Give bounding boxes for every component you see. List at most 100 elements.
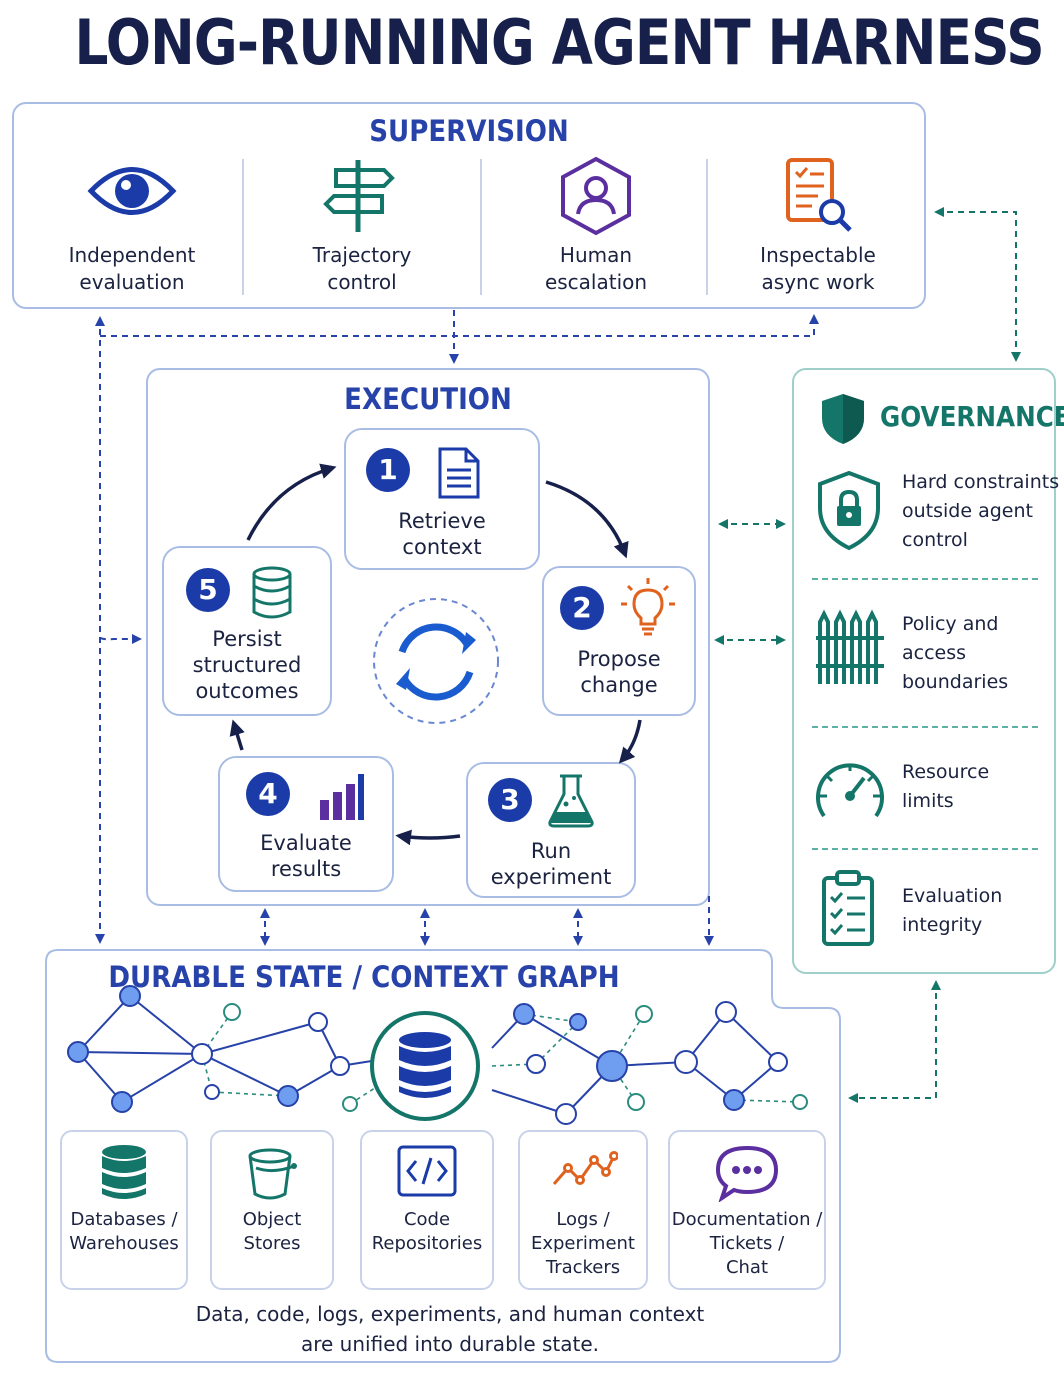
supervision-item-human-escalation: Human escalation	[498, 156, 694, 296]
step-number: 3	[488, 778, 532, 822]
store-label-2: Tickets /	[709, 1233, 785, 1254]
governance-label-line: Evaluation	[902, 885, 1003, 907]
governance-divider	[812, 578, 1038, 580]
flask-icon	[548, 774, 594, 828]
supervision-item-trajectory-control: Trajectory control	[264, 156, 460, 296]
governance-label-line: Resource	[902, 761, 990, 783]
governance-label-line: integrity	[902, 914, 983, 936]
governance-label-line: control	[902, 529, 968, 551]
fence-icon	[816, 609, 884, 684]
note-line-1: Data, code, logs, experiments, and human…	[195, 1302, 705, 1326]
lock-shield-icon	[818, 470, 880, 551]
line-chart-icon	[552, 1151, 618, 1185]
signpost-icon	[323, 160, 395, 232]
step-label-2: structured	[192, 653, 302, 677]
store-label-2: Stores	[243, 1233, 301, 1254]
context-graph	[67, 985, 808, 1125]
step-label-1: Persist	[212, 627, 282, 651]
cycle-arrow-4-to-5	[229, 719, 245, 751]
store-databases-warehouses: Databases / Warehouses	[60, 1130, 188, 1290]
lightbulb-icon	[621, 578, 675, 636]
durable-state-title: DURABLE STATE / CONTEXT GRAPH	[108, 960, 620, 994]
cycle-arrow-2-to-3	[618, 719, 642, 764]
governance-title: GOVERNANCE	[880, 400, 1064, 433]
connector-governance-state	[848, 980, 941, 1103]
step-number: 1	[366, 448, 410, 492]
step-label-2: results	[270, 857, 342, 881]
gauge-icon	[816, 763, 884, 818]
eye-icon	[87, 167, 177, 215]
supervision-divider	[480, 159, 482, 295]
governance-label-line: limits	[902, 790, 954, 812]
supervision-label-1: Independent	[68, 243, 196, 267]
supervision-label-2: control	[327, 270, 397, 294]
store-label-2: Warehouses	[69, 1233, 179, 1254]
store-documentation-tickets-chat: Documentation / Tickets / Chat	[668, 1130, 826, 1290]
store-label-3: Chat	[725, 1257, 769, 1278]
cycle-arrow-1-to-2	[545, 480, 629, 559]
step-label-2: experiment	[490, 865, 612, 889]
supervision-divider	[242, 159, 244, 295]
code-icon	[397, 1145, 457, 1197]
step-number: 5	[186, 568, 230, 612]
store-label-2: Experiment	[530, 1233, 635, 1254]
step-number: 4	[246, 772, 290, 816]
step-label-2: context	[402, 535, 482, 559]
step-label-3: outcomes	[195, 679, 299, 703]
supervision-label-1: Human	[559, 243, 633, 267]
store-label-3: Trackers	[545, 1257, 621, 1278]
step-label-1: Evaluate	[260, 831, 352, 855]
supervision-label-2: escalation	[544, 270, 648, 294]
execution-title: EXECUTION	[344, 382, 512, 416]
supervision-item-independent-evaluation: Independent evaluation	[34, 156, 230, 296]
store-label-1: Databases /	[70, 1209, 178, 1230]
governance-label-line: access	[902, 642, 967, 664]
step-label-1: Run	[530, 839, 572, 863]
store-label-2: Repositories	[371, 1233, 483, 1254]
governance-label-line: outside agent	[902, 500, 1033, 522]
durable-state-note: Data, code, logs, experiments, and human…	[44, 1299, 856, 1359]
bar-chart-icon	[320, 774, 364, 820]
connector-supervision-loop	[100, 314, 819, 337]
database-icon	[252, 566, 292, 619]
step-label-1: Propose	[577, 647, 661, 671]
governance-panel: GOVERNANCE Hard constraints outside agent…	[792, 368, 1064, 974]
governance-divider	[812, 726, 1038, 728]
shield-icon	[822, 394, 864, 444]
governance-label-line: Policy and	[902, 613, 999, 635]
store-label-1: Code	[403, 1209, 451, 1230]
supervision-label-2: async work	[761, 270, 875, 294]
bucket-icon	[248, 1148, 297, 1200]
chat-bubble-icon	[715, 1145, 779, 1202]
governance-divider	[812, 848, 1038, 850]
supervision-label-2: evaluation	[79, 270, 185, 294]
governance-label-line: Hard constraints	[902, 471, 1060, 493]
person-hexagon-icon	[561, 156, 631, 236]
store-label-1: Documentation /	[671, 1209, 823, 1230]
connector-supervision-governance	[934, 207, 1021, 362]
step-label-2: change	[580, 673, 658, 697]
document-icon	[438, 447, 480, 499]
clipboard-checklist-icon	[822, 870, 874, 946]
cycle-arrow-3-to-4	[395, 829, 461, 846]
store-label-1: Object	[242, 1209, 302, 1230]
step-label-1: Retrieve	[398, 509, 486, 533]
page-title: LONG-RUNNING AGENT HARNESS	[74, 6, 1044, 79]
supervision-divider	[706, 159, 708, 295]
supervision-label-1: Trajectory	[312, 243, 412, 267]
durable-panel-border	[45, 949, 841, 1363]
cycle-arrow-5-to-1	[246, 463, 337, 541]
cycle-arrows-icon	[373, 598, 499, 724]
